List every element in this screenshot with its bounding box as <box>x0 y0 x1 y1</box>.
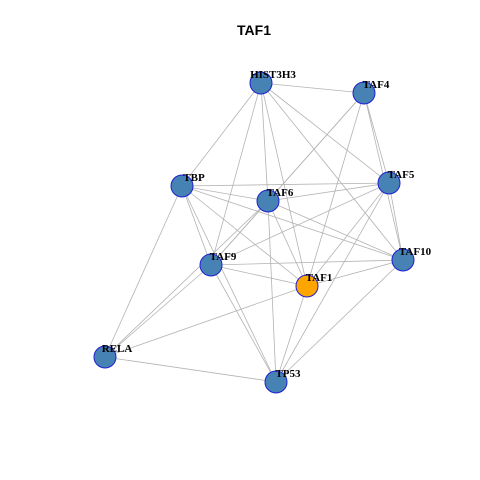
edge-taf10-taf1 <box>306 259 404 287</box>
edge-hist3h3-taf4 <box>260 82 365 94</box>
edge-hist3h3-taf9 <box>210 82 262 266</box>
edge-taf1-rela <box>104 285 308 358</box>
node-label-rela: RELA <box>102 343 133 355</box>
edge-taf9-rela <box>104 264 212 358</box>
edge-tbp-rela <box>104 185 183 358</box>
node-label-tp53: TP53 <box>275 368 301 380</box>
node-taf9 <box>199 253 223 277</box>
node-rela <box>93 345 117 369</box>
edge-taf9-taf1 <box>210 264 308 287</box>
edge-tbp-taf10 <box>181 185 404 261</box>
edge-hist3h3-taf5 <box>260 82 390 184</box>
edge-hist3h3-tbp <box>181 82 262 187</box>
node-label-taf6: TAF6 <box>267 187 294 199</box>
node-label-taf1: TAF1 <box>306 272 333 284</box>
node-label-taf10: TAF10 <box>399 246 432 258</box>
edge-tbp-taf6 <box>181 185 269 202</box>
edge-taf10-tp53 <box>275 259 404 383</box>
edge-taf6-taf10 <box>267 200 404 261</box>
edge-taf10-taf9 <box>210 259 404 266</box>
edge-taf6-taf1 <box>267 200 308 287</box>
node-taf4 <box>352 81 376 105</box>
edge-hist3h3-taf6 <box>260 82 269 202</box>
node-label-hist3h3: HIST3H3 <box>250 69 296 81</box>
edge-taf6-taf9 <box>210 200 269 266</box>
edge-tbp-taf9 <box>181 185 212 266</box>
node-tbp <box>170 174 194 198</box>
edge-hist3h3-taf10 <box>260 82 404 261</box>
node-taf10 <box>391 248 415 272</box>
edge-taf5-tp53 <box>275 182 390 383</box>
edge-taf5-taf10 <box>388 182 404 261</box>
node-tp53 <box>264 370 288 394</box>
edge-taf6-tp53 <box>267 200 277 383</box>
edge-taf9-tp53 <box>210 264 277 383</box>
edge-taf4-taf5 <box>363 92 390 184</box>
edge-taf4-taf1 <box>306 92 365 287</box>
edge-taf1-tp53 <box>275 285 308 383</box>
graph-title: TAF1 <box>237 22 271 38</box>
edge-taf5-taf1 <box>306 182 390 287</box>
edge-layer <box>104 82 404 383</box>
node-taf6 <box>256 189 280 213</box>
node-hist3h3 <box>249 71 273 95</box>
node-label-taf4: TAF4 <box>363 79 390 91</box>
edge-taf6-rela <box>104 200 269 358</box>
edge-taf5-taf9 <box>210 182 390 266</box>
node-label-taf9: TAF9 <box>210 251 237 263</box>
node-taf5 <box>377 171 401 195</box>
node-label-taf5: TAF5 <box>388 169 415 181</box>
node-layer <box>93 71 415 394</box>
edge-tbp-tp53 <box>181 185 277 383</box>
edge-tbp-taf1 <box>181 185 308 287</box>
edge-tbp-taf5 <box>181 182 390 187</box>
node-label-tbp: TBP <box>183 172 205 184</box>
node-taf1 <box>295 274 319 298</box>
edge-taf6-taf5 <box>267 182 390 202</box>
edge-rela-tp53 <box>104 356 277 383</box>
